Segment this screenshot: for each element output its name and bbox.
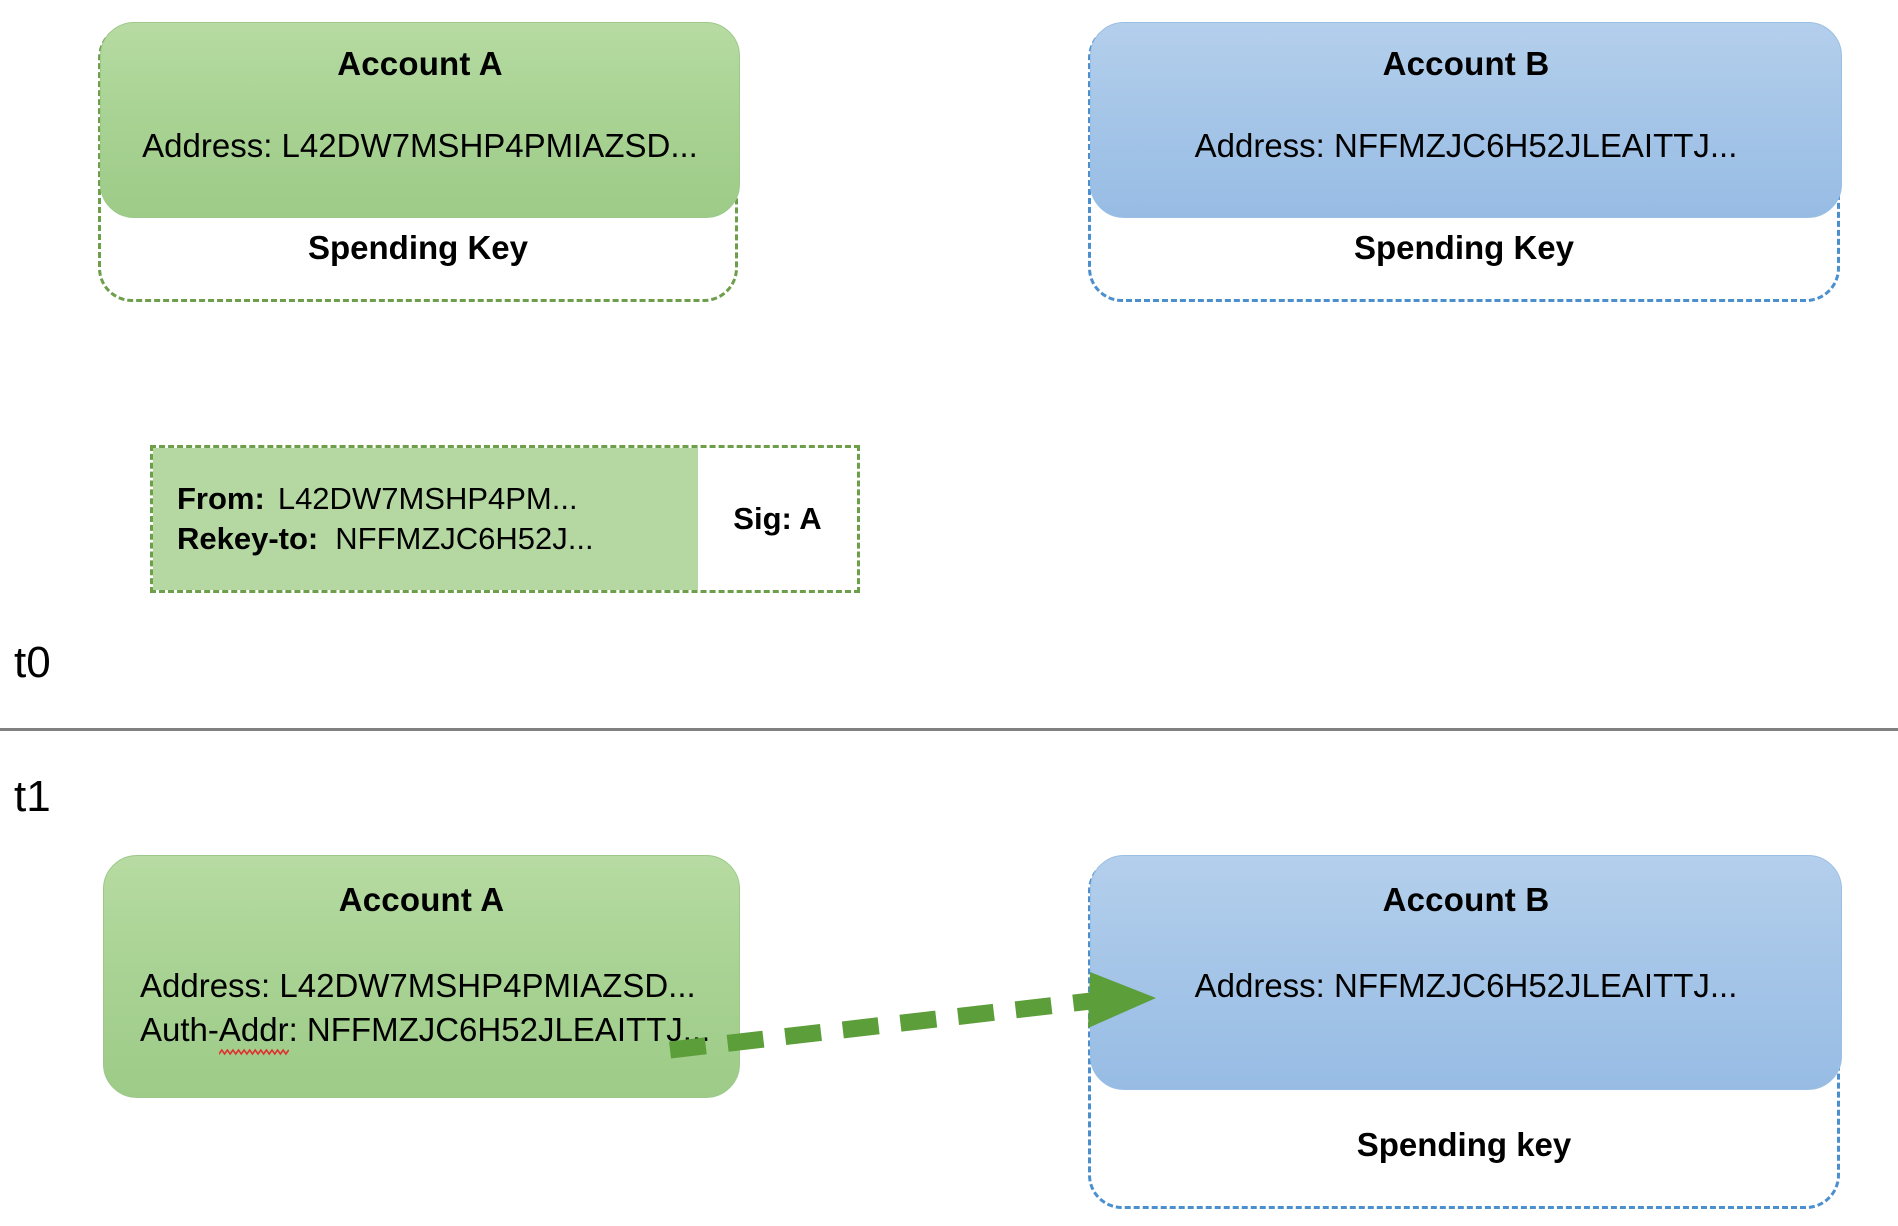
t1-account-b-spending-key-label: Spending key bbox=[1356, 1126, 1572, 1163]
timeline-label-t1: t1 bbox=[14, 772, 51, 821]
t1-account-a-address: Address: L42DW7MSHP4PMIAZSD... bbox=[140, 967, 696, 1004]
timeline-divider bbox=[0, 728, 1898, 731]
t0-transaction-from-key: From: bbox=[177, 481, 265, 517]
t1-account-b-card: Account B Address: NFFMZJC6H52JLEAITTJ..… bbox=[1090, 855, 1842, 1090]
t0-account-b-spending-key-label: Spending Key bbox=[1353, 229, 1575, 266]
t0-account-a-card: Account A Address: L42DW7MSHP4PMIAZSD... bbox=[100, 22, 740, 218]
t0-account-b-card: Account B Address: NFFMZJC6H52JLEAITTJ..… bbox=[1090, 22, 1842, 218]
t1-account-a-title: Account A bbox=[338, 881, 505, 918]
t0-transaction-from-value: L42DW7MSHP4PM... bbox=[277, 481, 578, 517]
t0-account-a-spending-key-label: Spending Key bbox=[307, 229, 529, 266]
t0-account-b-title: Account B bbox=[1382, 45, 1550, 82]
t1-account-a-card: Account A Address: L42DW7MSHP4PMIAZSD...… bbox=[103, 855, 740, 1098]
t1-auth-addr-suffix: : NFFMZJC6H52JLEAITTJ... bbox=[288, 1011, 711, 1048]
t1-auth-addr-misspelled-text: Addr bbox=[218, 1011, 289, 1048]
t1-auth-addr-misspelled-word: Addr bbox=[218, 1011, 289, 1056]
t1-account-b-title: Account B bbox=[1382, 881, 1550, 918]
t1-auth-addr-prefix: Auth- bbox=[140, 1011, 219, 1048]
t1-account-a-auth-addr: Auth-Addr : NFFMZJC6H52JLEAITTJ... bbox=[140, 1011, 711, 1056]
t0-transaction-rekey-key: Rekey-to: bbox=[177, 521, 319, 556]
spellcheck-squiggle-icon bbox=[218, 1048, 289, 1056]
timeline-label-t0: t0 bbox=[14, 638, 51, 687]
t0-transaction-rekey-value: NFFMZJC6H52J... bbox=[335, 521, 594, 556]
t0-rekey-transaction: From: L42DW7MSHP4PM... Rekey-to: NFFMZJC… bbox=[150, 445, 860, 593]
t0-account-b-address: Address: NFFMZJC6H52JLEAITTJ... bbox=[1194, 127, 1738, 164]
t0-account-a-title: Account A bbox=[337, 45, 503, 82]
t0-transaction-signature: Sig: A bbox=[698, 448, 857, 590]
t1-account-b-address: Address: NFFMZJC6H52JLEAITTJ... bbox=[1194, 967, 1738, 1004]
t0-account-a-address: Address: L42DW7MSHP4PMIAZSD... bbox=[142, 127, 698, 164]
t0-transaction-fields: From: L42DW7MSHP4PM... Rekey-to: NFFMZJC… bbox=[153, 448, 698, 590]
t0-transaction-rekey-row: Rekey-to: NFFMZJC6H52J... bbox=[177, 519, 698, 559]
t0-transaction-from-row: From: L42DW7MSHP4PM... bbox=[177, 479, 698, 519]
